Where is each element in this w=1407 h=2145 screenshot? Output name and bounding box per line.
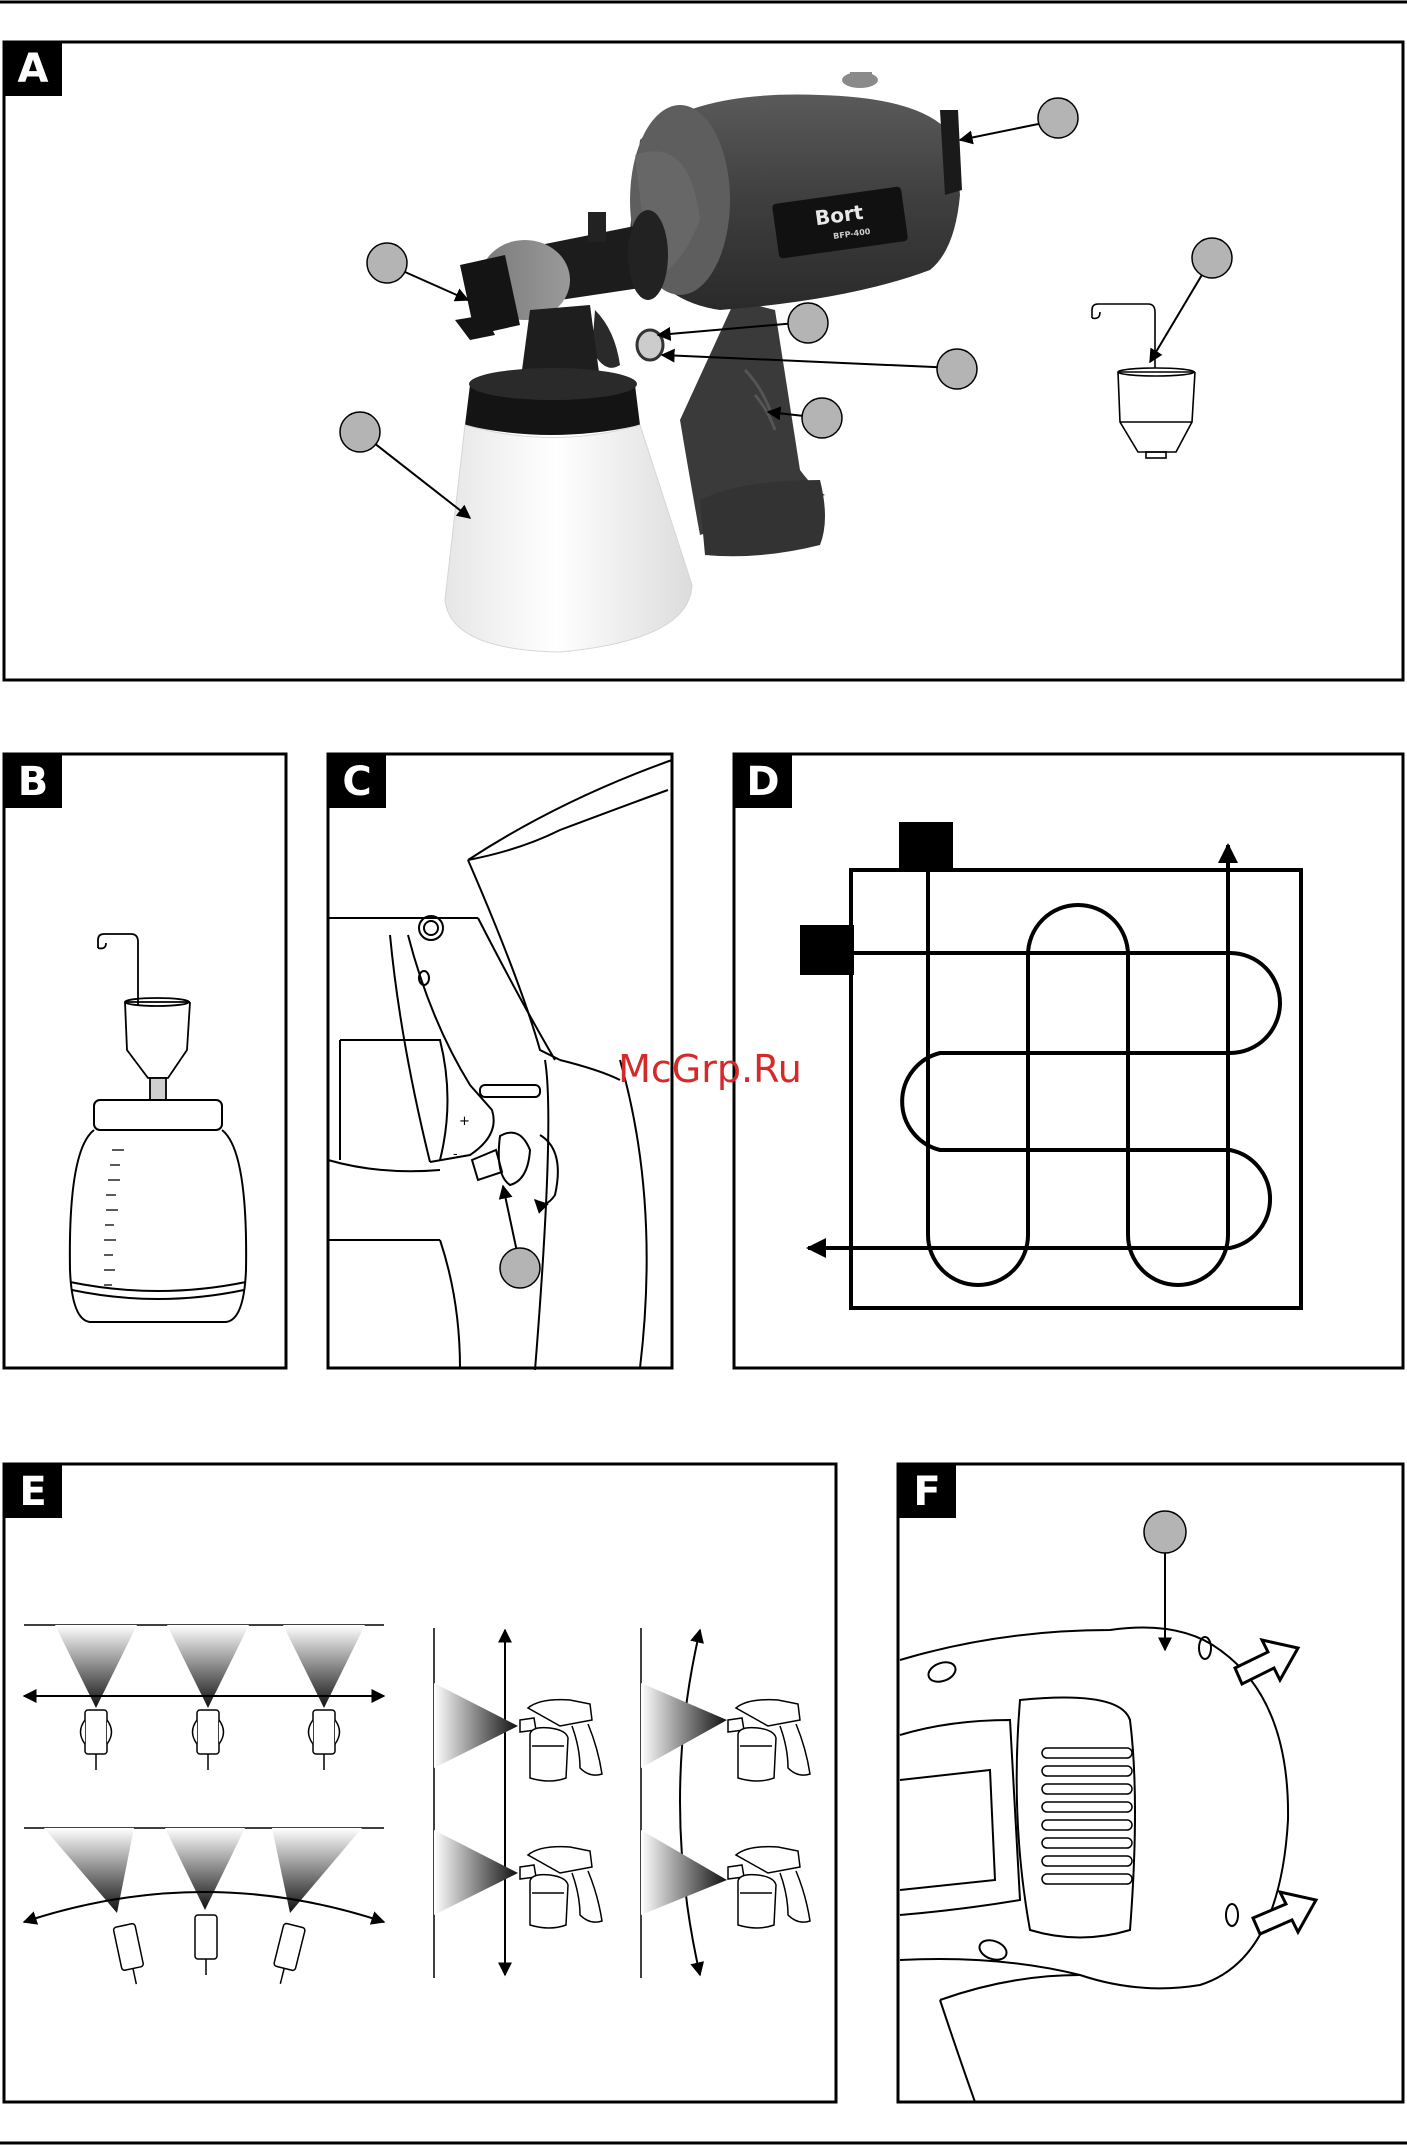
panel-b: B	[4, 754, 286, 1368]
panel-f-frame	[898, 1464, 1403, 2102]
vertical-pass-correct	[434, 1628, 518, 1978]
panel-e-label: E	[19, 1469, 46, 1515]
panel-a-label: A	[18, 46, 49, 92]
panel-e: E	[4, 1464, 836, 2102]
callout-marker	[1192, 238, 1232, 278]
gun-barrel-collar	[628, 210, 668, 300]
panel-b-label: B	[18, 759, 49, 805]
panel-f-label: F	[913, 1469, 940, 1515]
horizontal-pass-correct	[24, 1625, 384, 1770]
start-marker-horizontal	[800, 925, 854, 975]
callout-marker	[500, 1248, 540, 1288]
horizontal-pass-arc	[24, 1828, 384, 1986]
panel-d: D	[734, 754, 1403, 1368]
start-marker-vertical	[899, 822, 953, 872]
panel-b-frame	[4, 754, 286, 1368]
callout-marker	[1038, 98, 1078, 138]
watermark: McGrp.Ru	[618, 1047, 802, 1091]
callout-marker	[937, 349, 977, 389]
viscosity-cup-over-container	[98, 934, 190, 1100]
panel-e-frame	[4, 1464, 836, 2102]
svg-text:-: -	[453, 1147, 458, 1162]
vertical-pass-arc	[641, 1628, 727, 1978]
paint-container	[445, 425, 692, 652]
panel-f: F	[898, 1464, 1403, 2102]
spray-path	[808, 845, 1280, 1285]
callout-marker	[367, 243, 407, 283]
air-vent-slots	[1042, 1748, 1132, 1884]
container-scale	[104, 1150, 124, 1285]
callout-marker	[340, 412, 380, 452]
panel-a: A Bort BFP-400	[4, 42, 1403, 680]
callout-marker	[802, 398, 842, 438]
panel-d-label: D	[746, 759, 779, 805]
svg-text:+: +	[459, 1114, 470, 1129]
airflow-arrows	[1235, 1640, 1316, 1934]
spray-gun-photo: Bort BFP-400	[445, 72, 962, 652]
viscosity-cup	[1092, 304, 1195, 458]
work-surface	[851, 870, 1301, 1308]
callout-marker	[1144, 1511, 1186, 1553]
container-graduated	[70, 1100, 246, 1322]
panel-c-label: C	[342, 759, 371, 805]
callout-marker	[788, 303, 828, 343]
